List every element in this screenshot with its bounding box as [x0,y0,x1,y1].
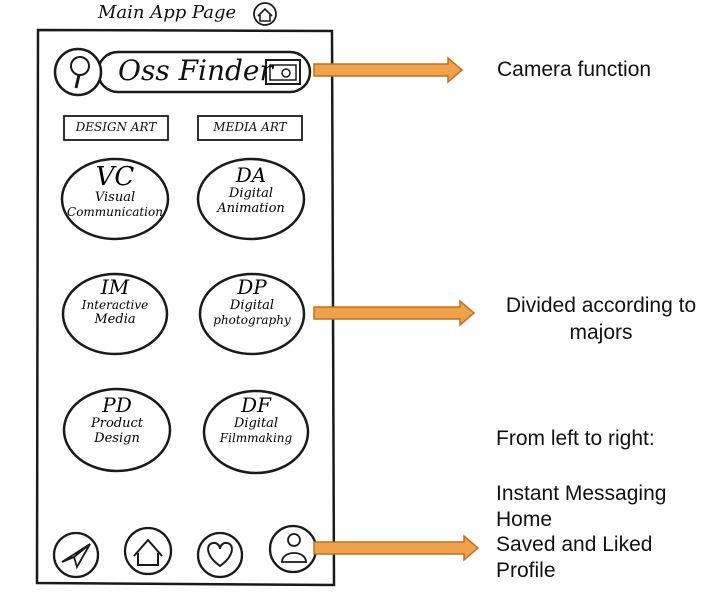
annotation-camera: Camera function [497,58,652,81]
major-line2: Design [94,431,140,446]
major-abbr: PD [102,393,132,417]
major-line1: Digital [229,298,275,313]
major-line2: Media [94,312,136,327]
annotation-majors-line2: majors [569,321,633,344]
major-line1: Visual [94,190,136,205]
major-item-im[interactable]: IM Interactive Media [63,276,167,327]
category-box-design [63,115,169,141]
major-abbr: DP [237,275,267,299]
major-abbr: IM [100,275,130,299]
category-media-art[interactable]: MEDIA ART [213,120,287,134]
category-design-art[interactable]: DESIGN ART [75,120,157,134]
major-abbr: DA [235,163,267,187]
major-ellipse-dp [198,272,306,356]
major-line1: Product [91,416,143,431]
major-line1: Digital [233,416,279,431]
nav-paper-plane-icon [52,531,100,579]
nav-profile-icon [268,524,318,574]
major-item-df[interactable]: DF Digital Filmmaking [204,394,308,445]
header-house-icon [253,2,277,26]
annotation-nav-item: Instant Messaging [496,482,667,505]
annotation-majors-line1: Divided according to [505,294,697,317]
annotation-majors: Divided according to majors [486,292,716,346]
major-item-vc[interactable]: VC Visual Communication [62,164,168,219]
arrow-majors [313,299,476,327]
arrow-nav [313,534,480,562]
nav-heart-icon [196,531,244,579]
major-abbr: VC [95,162,135,192]
annotation-nav-title: From left to right: [496,427,655,450]
major-item-dp[interactable]: DP Digital photography [200,276,304,327]
major-ellipse-df [202,389,310,475]
major-line2: Filmmaking [219,431,293,445]
major-ellipse-pd [62,387,172,473]
major-ellipse-vc [60,157,170,241]
major-line2: Animation [217,201,285,216]
camera-icon [265,59,301,85]
magnifier-icon [53,47,103,97]
page-title: Main App Page [98,2,237,23]
arrow-camera [313,56,464,84]
major-line2: photography [213,313,291,327]
annotation-nav-item: Home [496,507,553,531]
annotation-nav-item: Profile [496,558,556,582]
major-ellipse-im [61,272,169,356]
annotation-nav-list: Instant Messaging Home Saved and Liked P… [496,481,666,583]
major-line1: Digital [228,186,274,201]
annotation-nav-item: Saved and Liked [496,533,653,556]
major-line2: Communication [67,205,163,219]
major-ellipse-da [196,157,306,241]
major-abbr: DF [241,393,271,417]
major-line1: Interactive [81,298,149,312]
major-item-pd[interactable]: PD Product Design [64,394,170,446]
search-bar-text[interactable]: Oss Finder [118,54,273,87]
category-box-media [197,115,303,141]
phone-frame [35,28,336,587]
major-item-da[interactable]: DA Digital Animation [198,164,304,216]
nav-house-icon [123,526,173,576]
